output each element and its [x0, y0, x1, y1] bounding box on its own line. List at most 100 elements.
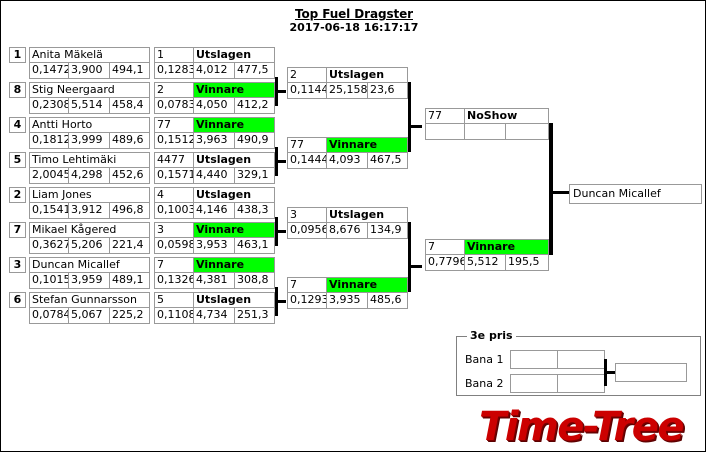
lane-number: 5	[154, 292, 194, 308]
final-winner-box[interactable]: Duncan Micallef	[569, 184, 702, 204]
round1-entry[interactable]: Stig Neergaard 0,2308 5,514 458,4	[29, 82, 150, 114]
round1-entry[interactable]: Antti Horto 0,1812 3,999 489,6	[29, 117, 150, 149]
lane2-cell-right[interactable]	[557, 374, 605, 393]
speed: 23,6	[368, 83, 408, 99]
third-prize-result[interactable]	[615, 363, 687, 382]
bracket-connector	[275, 300, 286, 303]
round2-entry[interactable]: 7 Vinnare 0,1326 4,381 308,8	[154, 257, 275, 289]
elapsed-time: 25,158	[327, 83, 368, 99]
round3-entry[interactable]: 7 Vinnare 0,1293 3,935 485,6	[287, 277, 408, 309]
speed: 489,6	[110, 133, 150, 149]
round3-entry[interactable]: 2 Utslagen 0,1144 25,158 23,6	[287, 67, 408, 99]
reaction-time: 0,1283	[154, 63, 194, 79]
elapsed-time: 4,050	[194, 98, 235, 114]
tournament-datetime: 2017-06-18 16:17:17	[289, 21, 419, 34]
racer-name: Liam Jones	[29, 187, 150, 203]
round1-entry[interactable]: Anita Mäkelä 0,1472 3,900 494,1	[29, 47, 150, 79]
reaction-time: 0,1571	[154, 168, 194, 184]
elapsed-time: 3,963	[194, 133, 235, 149]
elapsed-time: 3,959	[69, 273, 110, 289]
reaction-time: 0,0956	[287, 223, 327, 239]
round4-entry[interactable]: 77 NoShow	[425, 108, 549, 140]
reaction-time: 0,1003	[154, 203, 194, 219]
elapsed-time: 4,298	[69, 168, 110, 184]
round2-entry[interactable]: 2 Vinnare 0,0783 4,050 412,2	[154, 82, 275, 114]
elapsed-time: 4,012	[194, 63, 235, 79]
bracket-connector	[604, 371, 616, 374]
bracket-connector	[275, 90, 286, 93]
racer-name: Anita Mäkelä	[29, 47, 150, 63]
bracket-connector	[275, 160, 286, 163]
speed: 496,8	[110, 203, 150, 219]
round2-entry[interactable]: 5 Utslagen 0,1108 4,734 251,3	[154, 292, 275, 324]
racer-name: Timo Lehtimäki	[29, 152, 150, 168]
round2-entry[interactable]: 4 Utslagen 0,1003 4,146 438,3	[154, 187, 275, 219]
round1-entry[interactable]: Timo Lehtimäki 2,0045 4,298 452,6	[29, 152, 150, 184]
result-status: Utslagen	[194, 187, 275, 203]
seed-badge-4: 5	[9, 152, 26, 168]
reaction-time: 0,0783	[154, 98, 194, 114]
lane-number: 3	[154, 222, 194, 238]
reaction-time: 0,1326	[154, 273, 194, 289]
bracket-connector	[408, 125, 422, 128]
reaction-time: 0,1293	[287, 293, 327, 309]
result-status: NoShow	[465, 108, 549, 124]
seed-badge-5: 2	[9, 187, 26, 203]
lane-number: 3	[287, 207, 327, 223]
speed: 490,9	[235, 133, 275, 149]
racer-name: Mikael Kågered	[29, 222, 150, 238]
speed: 308,8	[235, 273, 275, 289]
elapsed-time: 3,900	[69, 63, 110, 79]
round2-entry[interactable]: 1 Utslagen 0,1283 4,012 477,5	[154, 47, 275, 79]
lane2-cell-left[interactable]	[510, 374, 558, 393]
round1-entry[interactable]: Duncan Micallef 0,1015 3,959 489,1	[29, 257, 150, 289]
bracket-connector	[408, 82, 411, 152]
lane-number: 4	[154, 187, 194, 203]
reaction-time: 0,3627	[29, 238, 69, 254]
racer-name: Duncan Micallef	[29, 257, 150, 273]
reaction-time	[425, 124, 465, 140]
round2-entry[interactable]: 3 Vinnare 0,0598 3,953 463,1	[154, 222, 275, 254]
round1-entry[interactable]: Liam Jones 0,1541 3,912 496,8	[29, 187, 150, 219]
reaction-time: 0,1444	[287, 153, 327, 169]
elapsed-time: 3,953	[194, 238, 235, 254]
round4-entry[interactable]: 7 Vinnare 0,7796 5,512 195,5	[425, 239, 549, 271]
racer-name: Stefan Gunnarsson	[29, 292, 150, 308]
result-status: Vinnare	[194, 82, 275, 98]
round3-entry[interactable]: 3 Utslagen 0,0956 8,676 134,9	[287, 207, 408, 239]
reaction-time: 0,1541	[29, 203, 69, 219]
seed-badge-1: 1	[9, 47, 26, 63]
time-tree-logo: Time-Tree	[479, 404, 684, 450]
reaction-time: 0,7796	[425, 255, 465, 271]
result-status: Vinnare	[465, 239, 549, 255]
reaction-time: 0,0784	[29, 308, 69, 324]
elapsed-time: 3,999	[69, 133, 110, 149]
elapsed-time: 5,206	[69, 238, 110, 254]
result-status: Utslagen	[194, 47, 275, 63]
round2-entry[interactable]: 77 Vinnare 0,1512 3,963 490,9	[154, 117, 275, 149]
result-status: Vinnare	[194, 222, 275, 238]
round3-entry[interactable]: 77 Vinnare 0,1444 4,093 467,5	[287, 137, 408, 169]
round1-entry[interactable]: Stefan Gunnarsson 0,0784 5,067 225,2	[29, 292, 150, 324]
lane-number: 7	[287, 277, 327, 293]
speed: 485,6	[368, 293, 408, 309]
lane1-cell-left[interactable]	[510, 350, 558, 369]
lane-number: 7	[425, 239, 465, 255]
speed: 195,5	[506, 255, 549, 271]
lane1-cell-right[interactable]	[557, 350, 605, 369]
elapsed-time: 4,146	[194, 203, 235, 219]
lane-number: 2	[287, 67, 327, 83]
elapsed-time: 4,093	[327, 153, 368, 169]
round2-entry[interactable]: 4477 Utslagen 0,1571 4,440 329,1	[154, 152, 275, 184]
elapsed-time: 8,676	[327, 223, 368, 239]
speed: 489,1	[110, 273, 150, 289]
racer-name: Stig Neergaard	[29, 82, 150, 98]
round1-entry[interactable]: Mikael Kågered 0,3627 5,206 221,4	[29, 222, 150, 254]
reaction-time: 0,1144	[287, 83, 327, 99]
elapsed-time: 4,440	[194, 168, 235, 184]
seed-badge-3: 4	[9, 117, 26, 133]
bracket-connector	[275, 230, 286, 233]
result-status: Utslagen	[327, 67, 408, 83]
lane-number: 7	[154, 257, 194, 273]
